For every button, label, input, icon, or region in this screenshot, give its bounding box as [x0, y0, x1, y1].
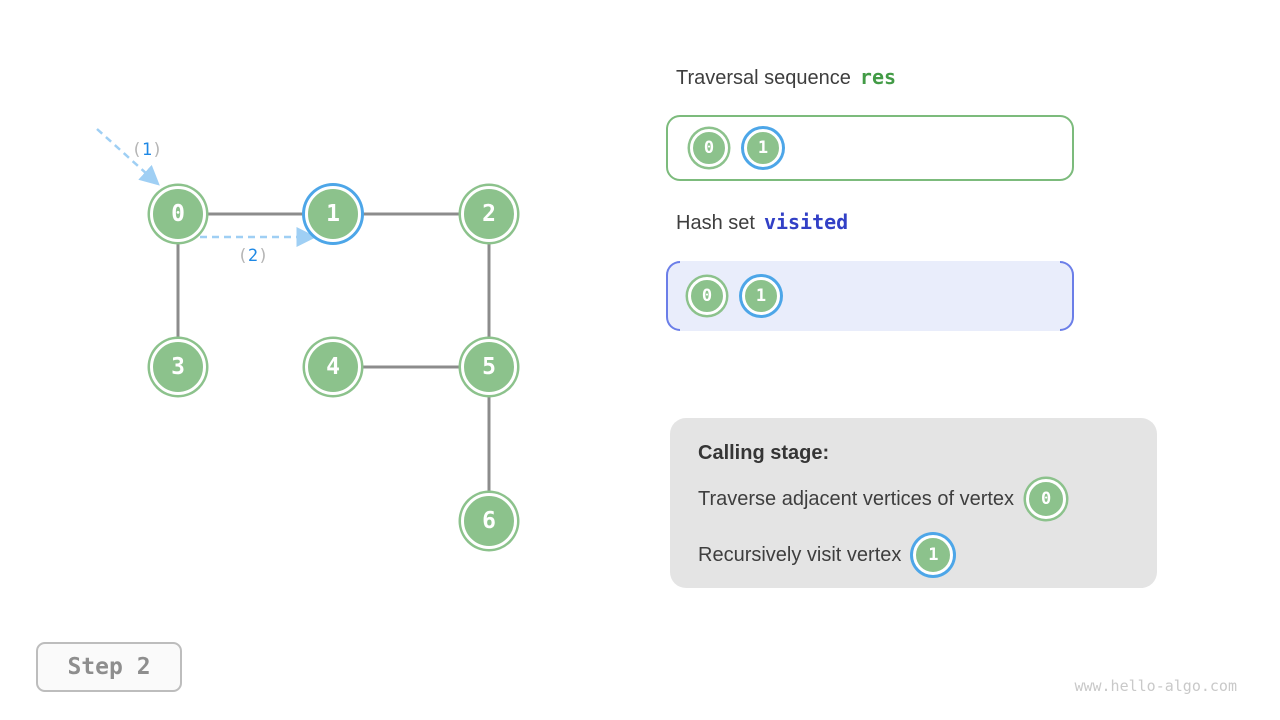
traversal-arrow-1 [96, 128, 160, 186]
calling-stage-vertex-1: 1 [913, 535, 954, 575]
graph-vertex-2: 2 [461, 186, 517, 242]
traversal-sequence-title: Traversal sequence res [676, 65, 896, 90]
graph-vertex-4: 4 [305, 339, 361, 395]
traversal-sequence-label: Traversal sequence [676, 67, 851, 89]
hash-set-label: Hash set [676, 212, 755, 234]
graph-vertex-0: 0 [150, 186, 206, 242]
visited-code-label: visited [763, 210, 849, 234]
arrow-step-label-2: (2) [238, 246, 269, 266]
calling-stage-vertex-0: 0 [1026, 479, 1067, 519]
res-item-0: 0 [690, 129, 728, 167]
graph-vertex-5: 5 [461, 339, 517, 395]
step-badge: Step 2 [36, 642, 182, 692]
visited-item-1: 1 [742, 277, 780, 315]
graph-vertex-3: 3 [150, 339, 206, 395]
calling-stage-line-1: Traverse adjacent vertices of vertex 0 [698, 477, 1129, 521]
visited-item-0: 0 [688, 277, 726, 315]
watermark: www.hello-algo.com [1074, 677, 1237, 695]
calling-stage-line-2: Recursively visit vertex 1 [698, 533, 1129, 577]
res-item-1: 1 [744, 129, 782, 167]
graph-vertex-1: 1 [305, 186, 361, 242]
graph-vertex-6: 6 [461, 493, 517, 549]
calling-stage-box: Calling stage: Traverse adjacent vertice… [670, 418, 1157, 588]
calling-stage-text-2: Recursively visit vertex [698, 543, 902, 566]
arrow-step-label-1: (1) [132, 140, 163, 160]
res-code-label: res [859, 65, 897, 89]
calling-stage-text-1: Traverse adjacent vertices of vertex [698, 487, 1015, 510]
hash-set-title: Hash set visited [676, 210, 848, 235]
calling-stage-heading: Calling stage: [698, 442, 830, 464]
